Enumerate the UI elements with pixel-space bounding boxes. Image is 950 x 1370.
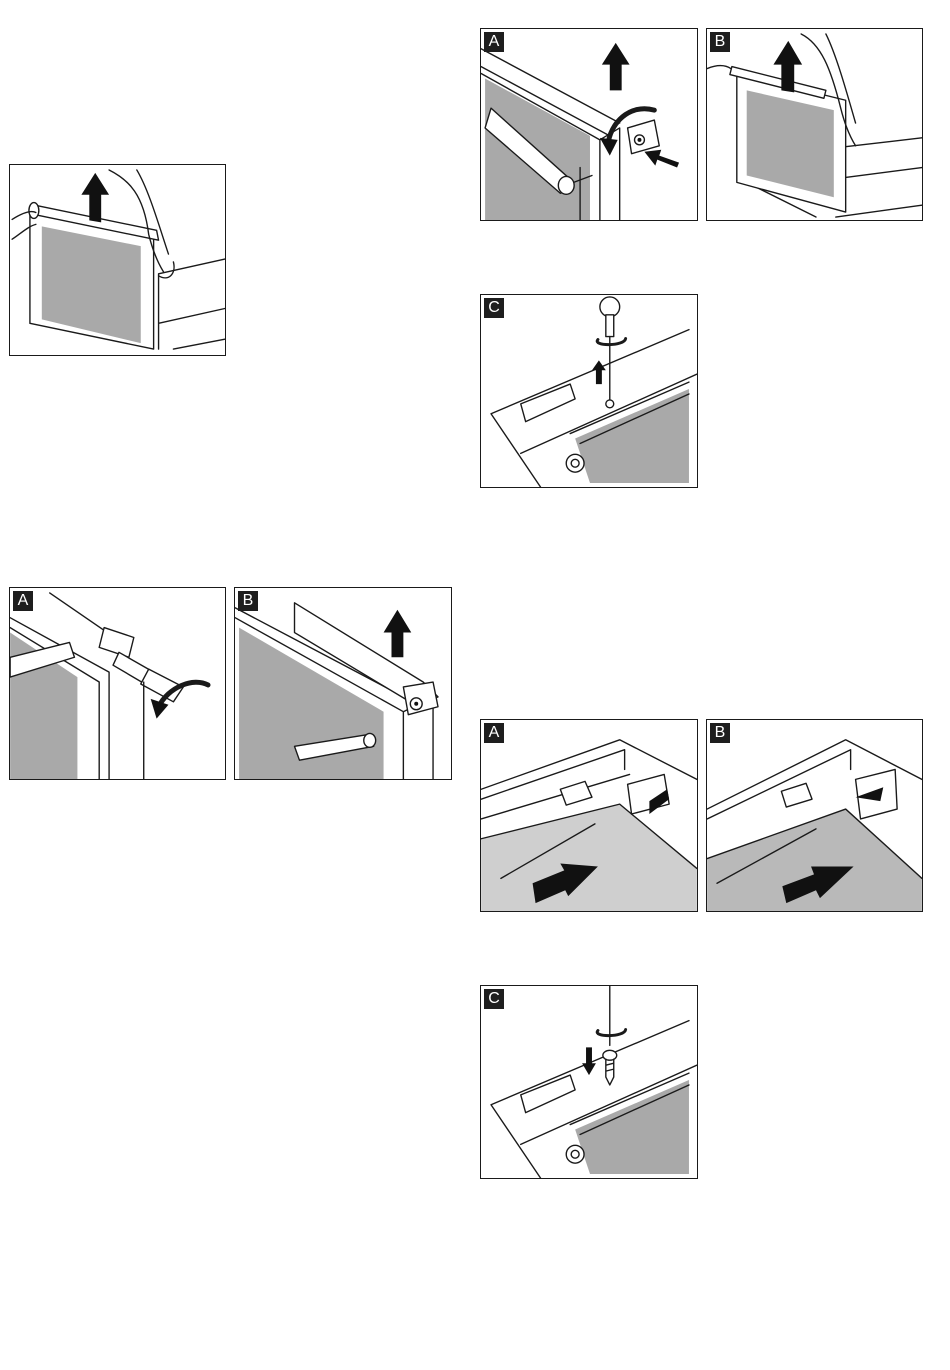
figure-door-lift — [9, 164, 226, 356]
figure-bot-b: B — [706, 719, 923, 912]
figure-top-a: A — [480, 28, 698, 221]
door-lift-illustration — [10, 165, 225, 355]
figure-label-mid-b: B — [238, 591, 258, 611]
figure-label-top-c: C — [484, 298, 504, 318]
figure-label-bot-b: B — [710, 723, 730, 743]
top-a-illustration — [481, 29, 697, 220]
bot-c-illustration — [481, 986, 697, 1178]
figure-mid-a: A — [9, 587, 226, 780]
figure-label-bot-a: A — [484, 723, 504, 743]
figure-top-c: C — [480, 294, 698, 488]
figure-label-bot-c: C — [484, 989, 504, 1009]
figure-label-top-b: B — [710, 32, 730, 52]
mid-a-illustration — [10, 588, 225, 779]
mid-b-illustration — [235, 588, 451, 779]
figure-mid-b: B — [234, 587, 452, 780]
top-b-illustration — [707, 29, 922, 220]
figure-label-mid-a: A — [13, 591, 33, 611]
bot-a-illustration — [481, 720, 697, 911]
top-c-illustration — [481, 295, 697, 487]
figure-top-b: B — [706, 28, 923, 221]
figure-label-top-a: A — [484, 32, 504, 52]
figure-bot-a: A — [480, 719, 698, 912]
bot-b-illustration — [707, 720, 922, 911]
figure-bot-c: C — [480, 985, 698, 1179]
